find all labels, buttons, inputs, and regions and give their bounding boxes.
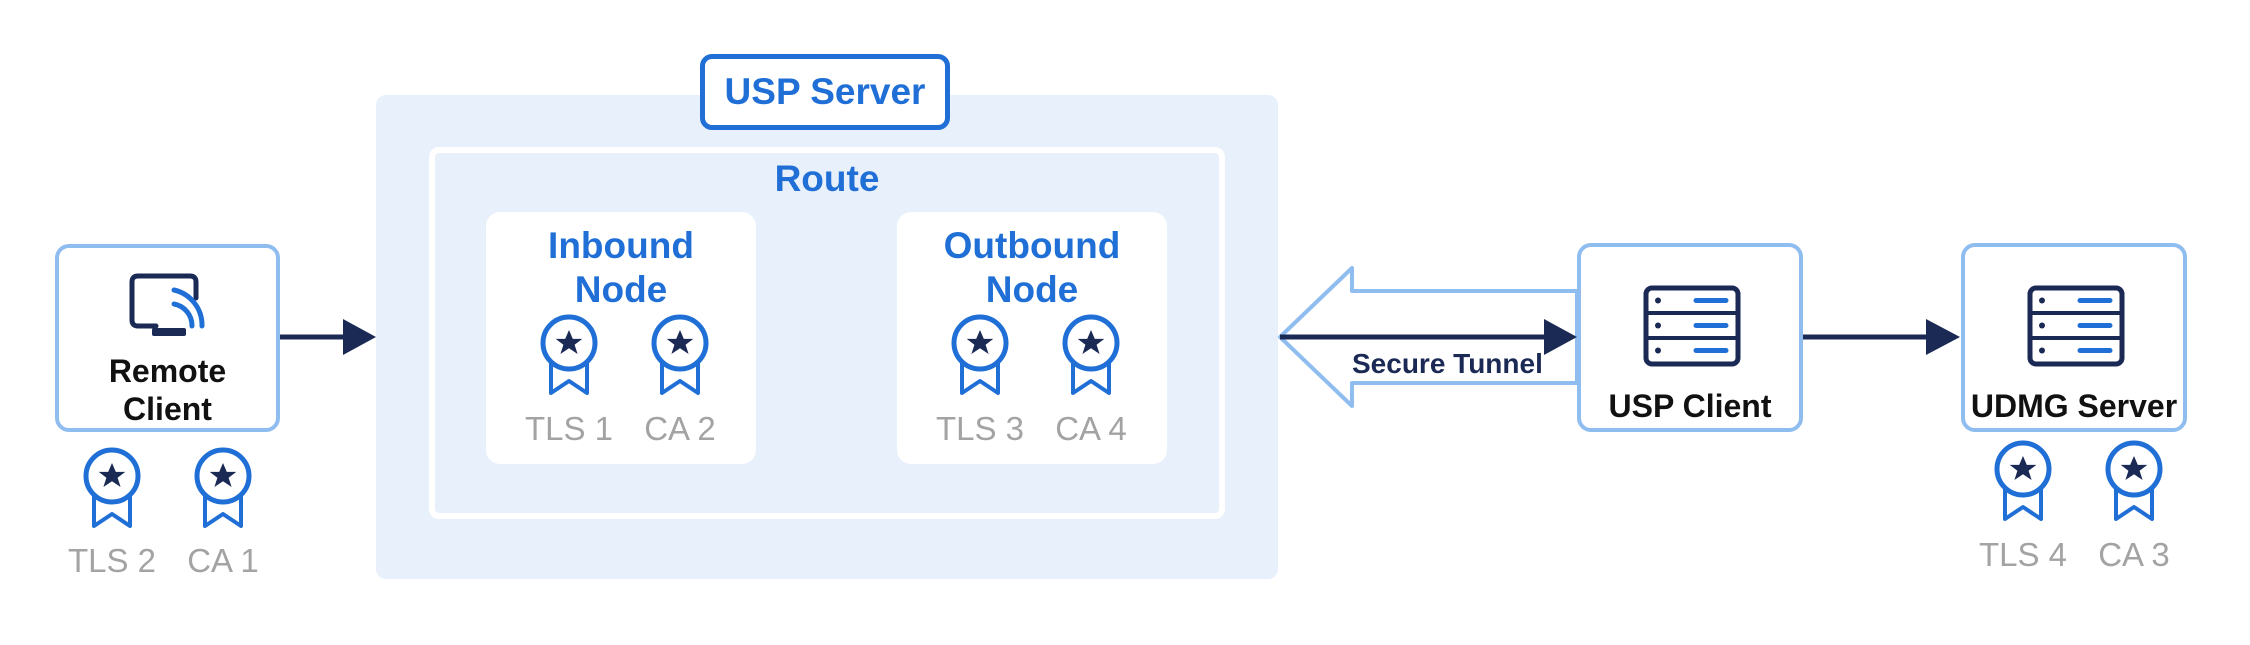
- remote-client-label-line2: Client: [123, 391, 212, 427]
- inbound-tls-cert-icon: [543, 317, 595, 393]
- secure-tunnel-arrow: [1278, 266, 1579, 408]
- udmg-ca-cert-icon: [2108, 443, 2160, 519]
- remote-client-tls-cert-icon: [86, 450, 138, 526]
- usp-server-title: USP Server: [700, 54, 950, 130]
- remote-client-cert-label-1: TLS 2: [67, 542, 157, 579]
- inbound-cert-label-1: TLS 1: [524, 410, 614, 447]
- remote-client-card: Remote Client: [55, 244, 280, 432]
- udmg-server-card: UDMG Server: [1961, 243, 2187, 432]
- remote-client-label-line1: Remote: [108, 353, 227, 389]
- remote-client-cert-label-2: CA 1: [187, 542, 259, 579]
- inbound-ca-cert-icon: [654, 317, 706, 393]
- remote-client-label: Remote Client: [59, 352, 276, 428]
- udmg-server-label: UDMG Server: [1970, 388, 2178, 424]
- usp-client-server-icon: [1646, 288, 1738, 364]
- outbound-tls-cert-icon: [954, 317, 1006, 393]
- remote-client-ca-cert-icon: [197, 450, 249, 526]
- outbound-node-title-line2: Node: [985, 269, 1079, 310]
- outbound-ca-cert-icon: [1065, 317, 1117, 393]
- inbound-cert-label-2: CA 2: [644, 410, 716, 447]
- outbound-node-title: Outbound Node: [897, 224, 1167, 312]
- usp-client-label: USP Client: [1608, 388, 1772, 424]
- route-container: [429, 147, 1225, 519]
- udmg-cert-label-1: TLS 4: [1978, 536, 2068, 573]
- inbound-node: Inbound Node: [486, 212, 756, 464]
- outbound-node: Outbound Node: [897, 212, 1167, 464]
- arrow-remote-to-server: [280, 319, 376, 355]
- outbound-cert-label-1: TLS 3: [935, 410, 1025, 447]
- inbound-node-title: Inbound Node: [486, 224, 756, 312]
- route-label: Route: [774, 158, 880, 199]
- cast-monitor-icon: [129, 273, 205, 336]
- udmg-tls-cert-icon: [1997, 443, 2049, 519]
- secure-tunnel-label: Secure Tunnel: [1352, 348, 1543, 379]
- udmg-server-rack-icon: [2030, 288, 2122, 364]
- inbound-node-title-line1: Inbound: [548, 225, 694, 266]
- usp-client-card: USP Client: [1577, 243, 1803, 432]
- udmg-cert-label-2: CA 3: [2098, 536, 2170, 573]
- outbound-cert-label-2: CA 4: [1055, 410, 1127, 447]
- outbound-node-title-line1: Outbound: [943, 225, 1121, 266]
- arrow-client-to-udmg: [1803, 319, 1960, 355]
- inbound-node-title-line2: Node: [574, 269, 668, 310]
